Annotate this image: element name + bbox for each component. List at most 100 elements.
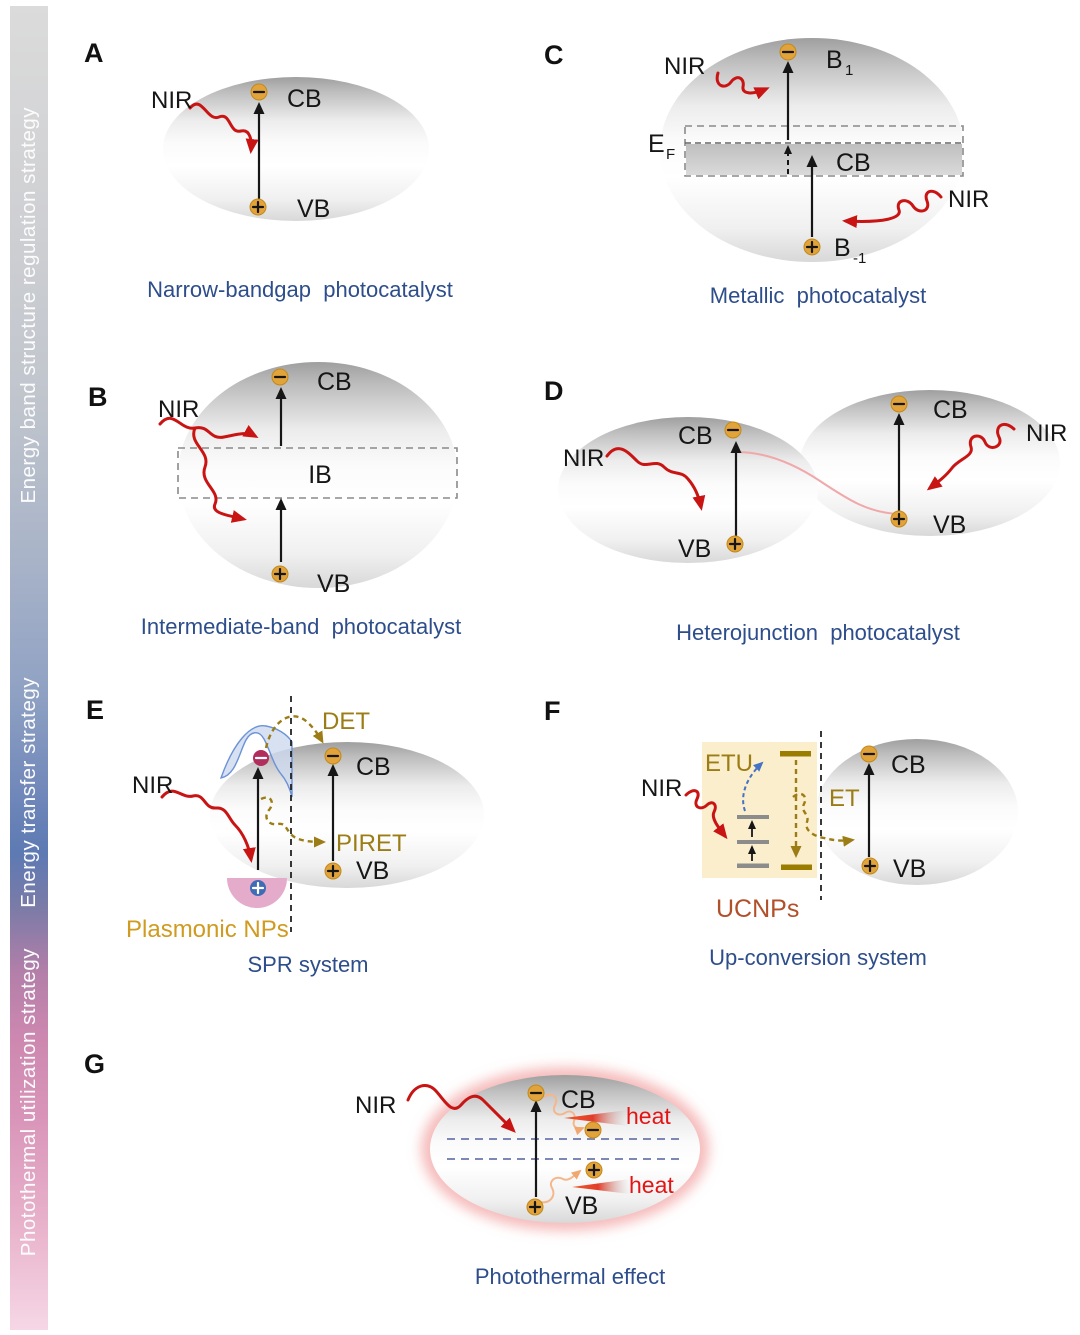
electron-relaxation-arrow xyxy=(543,1093,585,1136)
panel-d: D NIR NIR CB VB CB VB xyxy=(544,376,1067,645)
panel-e-caption: SPR system xyxy=(247,952,368,977)
vb-label: VB xyxy=(317,570,350,598)
cb-label: CB xyxy=(561,1086,596,1114)
heat-label-bottom: heat xyxy=(629,1172,674,1198)
b1-subscript: 1 xyxy=(845,62,853,79)
electron-icon xyxy=(324,747,342,765)
panel-a-caption: Narrow-bandgap photocatalyst xyxy=(147,277,453,302)
nir-label: NIR xyxy=(355,1092,396,1119)
b1-label: B xyxy=(826,46,843,74)
nir-wave-arrow-bottom xyxy=(842,189,943,229)
electron-icon xyxy=(779,43,797,61)
electron-icon xyxy=(250,83,268,101)
panel-b-caption: Intermediate-band photocatalyst xyxy=(141,614,461,639)
nir-wave-arrow xyxy=(160,789,256,863)
hot-electron-icon xyxy=(253,750,269,766)
nir-label: NIR xyxy=(158,396,199,423)
nir-wave-arrow xyxy=(406,1084,516,1133)
excited-state-level-1 xyxy=(737,840,769,844)
b-1-subscript: -1 xyxy=(853,250,866,267)
hot-electron-distribution-curve xyxy=(219,725,293,798)
cb-label: CB xyxy=(836,149,871,177)
electron-icon xyxy=(890,395,908,413)
heat-flame-icon-bottom xyxy=(572,1179,630,1194)
panel-b-letter: B xyxy=(88,382,108,412)
piret-label: PIRET xyxy=(336,830,407,857)
hole-icon xyxy=(526,1198,544,1216)
band-box xyxy=(684,125,964,177)
fermi-label: E xyxy=(648,130,665,158)
etu-arrow xyxy=(742,761,764,812)
nir-label-right: NIR xyxy=(1026,420,1067,447)
cb-label: CB xyxy=(891,751,926,779)
filled-band-region xyxy=(686,144,962,175)
hole-icon xyxy=(726,535,744,553)
plasmon-hole-icon xyxy=(250,880,266,896)
semiconductor-ellipse xyxy=(816,739,1018,885)
hole-icon xyxy=(324,862,342,880)
nir-label: NIR xyxy=(151,87,192,114)
semiconductor-ellipse-right xyxy=(800,390,1060,536)
panel-c: C NIR NIR B 1 E F CB B -1 Metal xyxy=(544,38,989,308)
nir-label-bottom: NIR xyxy=(948,186,989,213)
nir-wave-arrow-lower xyxy=(192,426,247,523)
semiconductor-ellipse xyxy=(178,362,458,588)
panel-f-letter: F xyxy=(544,696,561,726)
panel-g-letter: G xyxy=(84,1049,105,1079)
vb-label-left: VB xyxy=(678,535,711,563)
strategy-sidebar xyxy=(10,6,48,1330)
ground-emitting-level xyxy=(781,864,812,870)
heat-label-top: heat xyxy=(626,1103,671,1129)
excited-state-level-2 xyxy=(737,815,769,819)
panel-c-caption: Metallic photocatalyst xyxy=(710,283,926,308)
det-label: DET xyxy=(322,708,370,735)
panel-e-letter: E xyxy=(86,695,104,725)
panel-c-letter: C xyxy=(544,40,564,70)
et-transfer-arrow xyxy=(792,792,855,847)
ib-label: IB xyxy=(308,461,332,489)
nir-wave-arrow-left xyxy=(605,447,706,511)
plasmonic-nps-label: Plasmonic NPs xyxy=(126,916,289,943)
nir-label: NIR xyxy=(641,775,682,802)
upper-emitting-level xyxy=(780,751,811,757)
hole-icon xyxy=(890,510,908,528)
hole-icon xyxy=(271,565,289,583)
panel-f: F NIR ETU ET CB VB xyxy=(544,696,1018,970)
vb-label: VB xyxy=(356,857,389,885)
nir-wave-arrow xyxy=(684,789,728,840)
vb-label: VB xyxy=(565,1192,598,1220)
hole-icon xyxy=(803,238,821,256)
panel-g-caption: Photothermal effect xyxy=(475,1264,665,1289)
ucnps-label: UCNPs xyxy=(716,895,799,923)
electron-icon xyxy=(527,1084,545,1102)
cb-label-right: CB xyxy=(933,396,968,424)
cb-label-left: CB xyxy=(678,422,713,450)
vb-label: VB xyxy=(297,195,330,223)
det-transfer-arrow xyxy=(264,715,324,749)
vb-label-right: VB xyxy=(933,511,966,539)
electron-icon xyxy=(271,368,289,386)
nir-label: NIR xyxy=(132,772,173,799)
panel-d-caption: Heterojunction photocatalyst xyxy=(676,620,960,645)
nir-label-top: NIR xyxy=(664,53,705,80)
cb-label: CB xyxy=(317,368,352,396)
nir-wave-arrow-upper xyxy=(158,416,259,439)
nir-wave-arrow-top xyxy=(715,71,770,100)
cb-label: CB xyxy=(287,85,322,113)
panel-a: A NIR CB VB Narrow-bandgap photocatalyst xyxy=(84,38,453,302)
hole-icon xyxy=(249,198,267,216)
nir-label-left: NIR xyxy=(563,445,604,472)
trapped-electron-icon xyxy=(584,1121,602,1139)
cb-label: CB xyxy=(356,753,391,781)
nir-wave-arrow-right xyxy=(926,423,1016,491)
panel-e: E NIR DET PIRET CB xyxy=(86,695,484,977)
semiconductor-ellipse xyxy=(210,742,484,888)
fermi-subscript: F xyxy=(666,146,675,163)
panel-b: B NIR CB IB VB Intermediate-band photoca… xyxy=(88,362,461,639)
etu-label: ETU xyxy=(705,750,753,777)
semiconductor-ellipse xyxy=(430,1075,700,1223)
panel-a-letter: A xyxy=(84,38,104,68)
intermediate-band-box xyxy=(177,447,458,499)
vb-label: VB xyxy=(893,855,926,883)
